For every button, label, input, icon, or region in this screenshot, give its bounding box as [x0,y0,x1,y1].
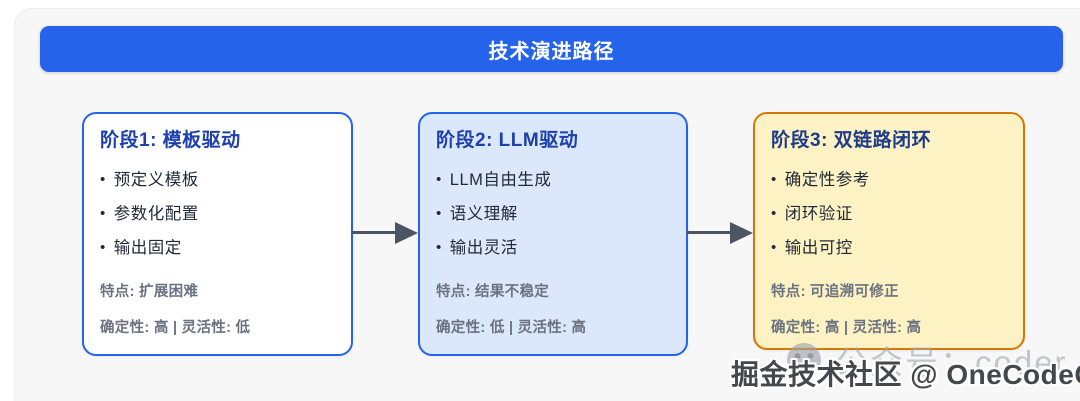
bullet-text: 输出灵活 [449,239,518,257]
list-item: • 语义理解 [436,202,672,226]
bullet-dot-icon: • [436,239,442,256]
list-item: • LLM自由生成 [436,168,672,192]
stage-1-metrics: 确定性: 高 | 灵活性: 低 [100,320,251,336]
bullet-text: 语义理解 [449,205,518,223]
bullet-dot-icon: • [436,205,442,222]
list-item: • 输出固定 [100,236,337,260]
stage-2-title: 阶段2: LLM驱动 [436,130,579,151]
stage-3-title: 阶段3: 双链路闭环 [771,130,932,151]
bullet-dot-icon: • [436,171,442,188]
stage-flow-row: 阶段1: 模板驱动 • 预定义模板 • 参数化配置 • 输出固定 特点: 扩展困… [82,112,1025,356]
bullet-text: 输出可控 [784,239,853,257]
stage-2-feature: 特点: 结果不稳定 [436,284,550,300]
bullet-text: 预定义模板 [113,171,199,189]
arrow-right-icon [395,221,418,244]
bullet-dot-icon: • [100,171,106,188]
list-item: • 参数化配置 [100,202,337,226]
bullet-dot-icon: • [771,205,777,222]
stage-3-feature: 特点: 可追溯可修正 [771,284,899,300]
list-item: • 输出灵活 [436,236,672,260]
header-banner: 技术演进路径 [40,26,1063,72]
list-item: • 闭环验证 [771,202,1009,226]
stage-3-card: 阶段3: 双链路闭环 • 确定性参考 • 闭环验证 • 输出可控 特点: 可追溯… [753,112,1025,350]
stage-1-feature: 特点: 扩展困难 [100,284,199,300]
arrow-right-icon [730,221,753,244]
stage-2-metrics: 确定性: 低 | 灵活性: 高 [436,320,587,336]
bullet-text: 参数化配置 [113,205,199,223]
list-item: • 预定义模板 [100,168,337,192]
stage-1-card: 阶段1: 模板驱动 • 预定义模板 • 参数化配置 • 输出固定 特点: 扩展困… [82,112,353,356]
list-item: • 输出可控 [771,236,1009,260]
bullet-dot-icon: • [771,239,777,256]
list-item: • 确定性参考 [771,168,1009,192]
bullet-dot-icon: • [771,171,777,188]
bullet-text: 输出固定 [113,239,182,257]
stage-2-card: 阶段2: LLM驱动 • LLM自由生成 • 语义理解 • 输出灵活 特点: 结… [418,112,688,356]
bullet-text: 确定性参考 [784,171,870,189]
stage-3-bullet-list: • 确定性参考 • 闭环验证 • 输出可控 [769,168,1009,260]
bullet-text: LLM自由生成 [449,171,552,189]
arrow-line [351,231,397,234]
stage-1-title: 阶段1: 模板驱动 [100,130,241,151]
bullet-dot-icon: • [100,205,106,222]
stage-1-bullet-list: • 预定义模板 • 参数化配置 • 输出固定 [98,168,337,260]
flow-arrow-2 [686,112,753,356]
bullet-dot-icon: • [100,239,106,256]
bullet-text: 闭环验证 [784,205,853,223]
stage-3-metrics: 确定性: 高 | 灵活性: 高 [771,320,922,336]
flow-arrow-1 [351,112,418,356]
stage-2-bullet-list: • LLM自由生成 • 语义理解 • 输出灵活 [434,168,672,260]
page-title: 技术演进路径 [488,40,615,63]
arrow-line [686,231,732,234]
